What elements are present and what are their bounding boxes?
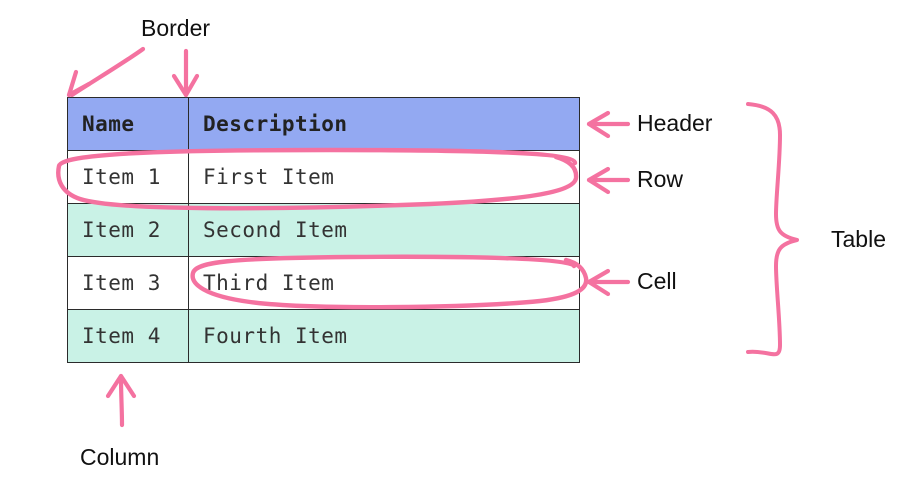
- annotation-label-header: Header: [637, 110, 713, 136]
- annotation-label-border: Border: [141, 15, 211, 41]
- annotation-label-row: Row: [637, 166, 684, 192]
- annotation-label-table: Table: [831, 226, 886, 252]
- column-header-description[interactable]: Description: [188, 97, 580, 151]
- example-table: Name Description Item 1 First Item Item …: [67, 97, 580, 363]
- cell-description[interactable]: Third Item: [188, 256, 580, 310]
- cell-name[interactable]: Item 2: [67, 203, 189, 257]
- annotation-label-column: Column: [80, 444, 160, 470]
- column-header-name[interactable]: Name: [67, 97, 189, 151]
- header-row: Name Description: [67, 97, 580, 151]
- table-row[interactable]: Item 4 Fourth Item: [67, 309, 580, 363]
- row-arrow-icon: [586, 166, 631, 195]
- table-row[interactable]: Item 1 First Item: [67, 150, 580, 204]
- border-arrow-vertical-icon: [171, 48, 200, 98]
- annotation-label-cell: Cell: [637, 268, 677, 294]
- table-body: Item 1 First Item Item 2 Second Item Ite…: [67, 150, 580, 363]
- cell-description[interactable]: Second Item: [188, 203, 580, 257]
- table-row[interactable]: Item 2 Second Item: [67, 203, 580, 257]
- border-arrow-diagonal-icon: [66, 46, 146, 98]
- table-header: Name Description: [67, 97, 580, 151]
- column-arrow-icon: [105, 373, 137, 428]
- table-row[interactable]: Item 3 Third Item: [67, 256, 580, 310]
- cell-description[interactable]: Fourth Item: [188, 309, 580, 363]
- table-container: Name Description Item 1 First Item Item …: [67, 97, 580, 363]
- cell-name[interactable]: Item 1: [67, 150, 189, 204]
- cell-name[interactable]: Item 3: [67, 256, 189, 310]
- table-brace-icon: [746, 102, 799, 357]
- cell-description[interactable]: First Item: [188, 150, 580, 204]
- header-arrow-icon: [586, 110, 631, 139]
- cell-name[interactable]: Item 4: [67, 309, 189, 363]
- cell-arrow-icon: [586, 268, 631, 297]
